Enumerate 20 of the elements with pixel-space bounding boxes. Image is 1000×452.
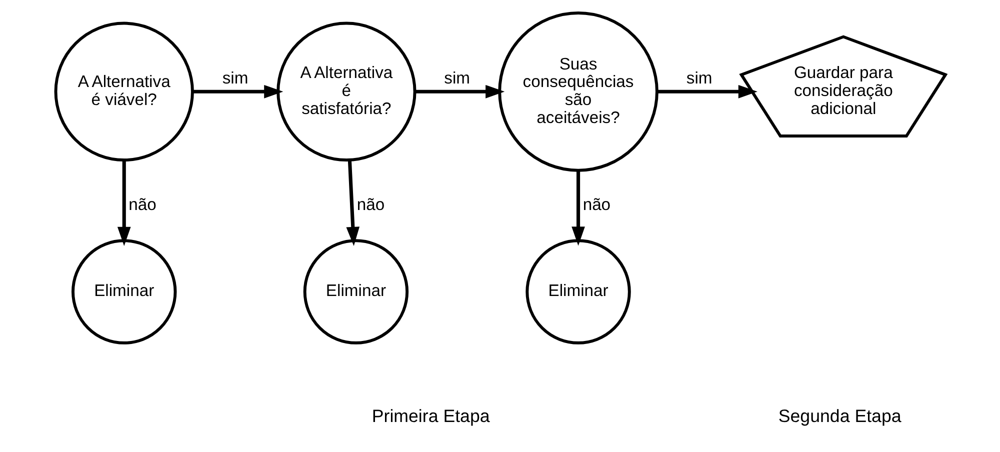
arrow xyxy=(571,171,584,246)
node-circle: Eliminar xyxy=(525,239,630,344)
arrow xyxy=(192,84,283,98)
arrow xyxy=(116,160,130,246)
edge-label: não xyxy=(128,194,156,214)
node-circle: Eliminar xyxy=(71,239,176,344)
arrow xyxy=(414,84,504,98)
edge-label: sim xyxy=(444,68,470,88)
node-circle: A Alternativa é viável? xyxy=(54,22,194,162)
label: Segunda Etapa xyxy=(778,406,901,426)
node-circle: Suas consequências são aceitáveis? xyxy=(498,12,658,172)
edge-label: não xyxy=(582,194,610,214)
edge-label: sim xyxy=(222,68,248,88)
edge-label: não xyxy=(356,194,384,214)
node-circle: A Alternativa é satisfatória? xyxy=(276,22,416,162)
arrow xyxy=(656,84,757,98)
label: Primeira Etapa xyxy=(371,406,490,426)
node-circle: Eliminar xyxy=(302,239,408,344)
edge-label: sim xyxy=(686,68,712,88)
arrow xyxy=(346,160,360,246)
